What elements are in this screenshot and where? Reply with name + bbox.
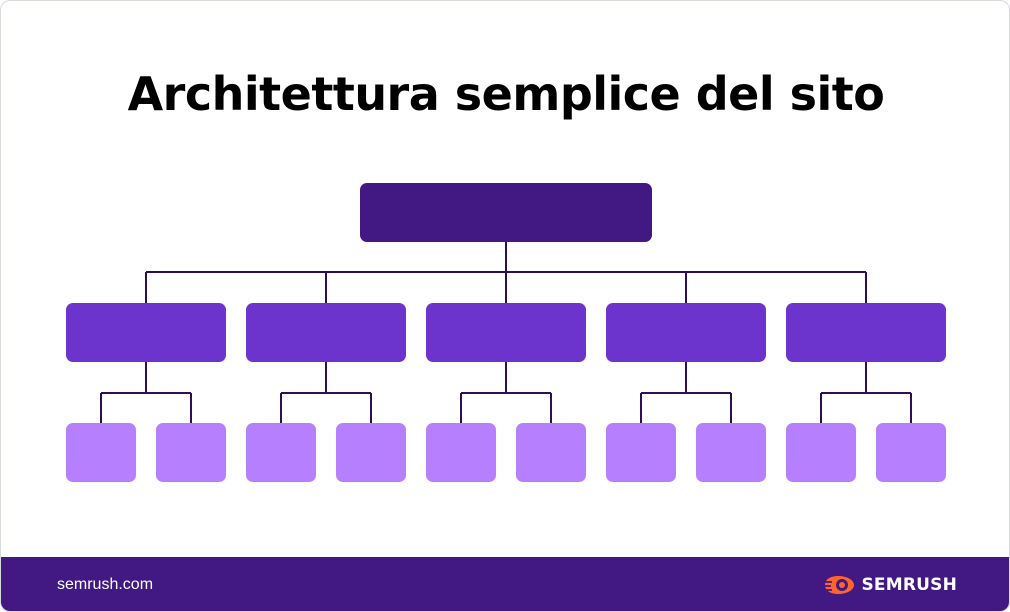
footer-url[interactable]: semrush.com (57, 576, 154, 593)
page-node (156, 423, 226, 482)
page-node (66, 423, 136, 482)
category-node (426, 303, 586, 362)
page-node (426, 423, 496, 482)
site-architecture-diagram (66, 183, 946, 482)
page-node (516, 423, 586, 482)
category-node (246, 303, 406, 362)
page-node (786, 423, 856, 482)
page-node (696, 423, 766, 482)
page-node (246, 423, 316, 482)
footer-bar: semrush.com SEMRUSH (1, 557, 1009, 611)
page-title: Architettura semplice del sito (127, 67, 885, 121)
category-node (786, 303, 946, 362)
brand-name: SEMRUSH (861, 575, 957, 595)
category-node (66, 303, 226, 362)
brand-logo: SEMRUSH (823, 573, 957, 597)
root-node (360, 183, 652, 242)
page-node (876, 423, 946, 482)
page-node (606, 423, 676, 482)
page-node (336, 423, 406, 482)
category-node (606, 303, 766, 362)
semrush-flame-icon (823, 576, 855, 594)
